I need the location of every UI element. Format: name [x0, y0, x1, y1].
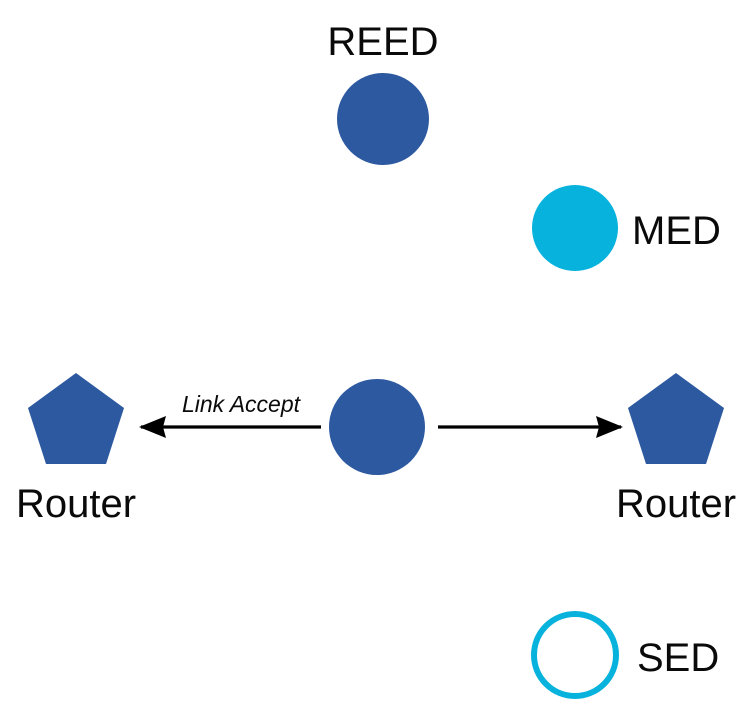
node-sed[interactable]: SED	[531, 611, 719, 699]
router-right-pentagon-icon[interactable]	[628, 373, 724, 464]
node-router-right[interactable]: Router	[616, 373, 736, 526]
edge-layer: Link Accept	[139, 391, 623, 438]
node-reed[interactable]: REED	[327, 20, 439, 165]
edge-leader-to-router-right[interactable]	[438, 416, 623, 438]
node-leader-center[interactable]	[329, 379, 425, 475]
sed-label: SED	[637, 636, 719, 680]
node-med[interactable]: MED	[532, 185, 721, 271]
router-left-label: Router	[16, 482, 136, 526]
router-right-label: Router	[616, 482, 736, 526]
arrow-head-left-icon	[139, 416, 166, 438]
reed-circle-icon[interactable]	[337, 73, 429, 165]
med-circle-icon[interactable]	[532, 185, 618, 271]
arrow-head-right-icon	[596, 416, 623, 438]
reed-label: REED	[327, 20, 438, 64]
edge-leader-to-router-left[interactable]: Link Accept	[139, 391, 321, 438]
sed-circle-outline-icon[interactable]	[531, 611, 619, 699]
router-left-pentagon-icon[interactable]	[28, 373, 124, 464]
node-layer: REED MED Router Router	[16, 20, 736, 699]
leader-circle-icon[interactable]	[329, 379, 425, 475]
med-label: MED	[632, 209, 721, 253]
edge-label-link-accept: Link Accept	[182, 391, 302, 417]
node-router-left[interactable]: Router	[16, 373, 136, 526]
